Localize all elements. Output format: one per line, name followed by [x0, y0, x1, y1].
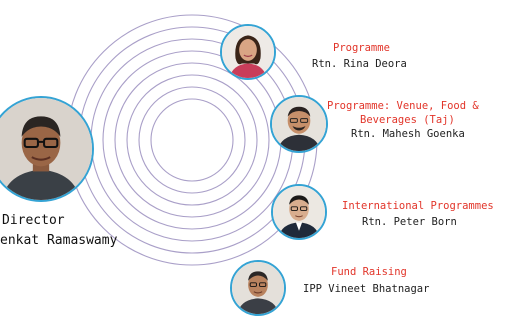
- director-name: enkat Ramaswamy: [0, 233, 118, 248]
- portrait-man-icon: [272, 97, 326, 151]
- member-name-peter-born: Rtn. Peter Born: [362, 216, 457, 228]
- member-photo-mahesh-goenka: [270, 95, 328, 153]
- member-photo-vineet-bhatnagar: [230, 260, 286, 316]
- portrait-man-icon: [0, 98, 92, 200]
- member-name-rina-deora: Rtn. Rina Deora: [312, 58, 407, 70]
- member-role-programme: Programme: [333, 42, 390, 54]
- director-photo: [0, 96, 94, 202]
- portrait-man-icon: [232, 262, 284, 314]
- member-role-venue-food-beverages-line2: Beverages (Taj): [360, 114, 455, 126]
- director-role: Director: [2, 213, 65, 228]
- member-name-mahesh-goenka: Rtn. Mahesh Goenka: [351, 128, 465, 140]
- member-role-venue-food-beverages-line1: Programme: Venue, Food &: [327, 100, 479, 112]
- member-photo-peter-born: [271, 184, 327, 240]
- member-name-vineet-bhatnagar: IPP Vineet Bhatnagar: [303, 283, 430, 295]
- member-role-fund-raising: Fund Raising: [331, 266, 407, 278]
- portrait-man-icon: [273, 186, 325, 238]
- portrait-woman-icon: [222, 26, 274, 78]
- member-photo-rina-deora: [220, 24, 276, 80]
- member-role-international-programmes: International Programmes: [342, 200, 494, 212]
